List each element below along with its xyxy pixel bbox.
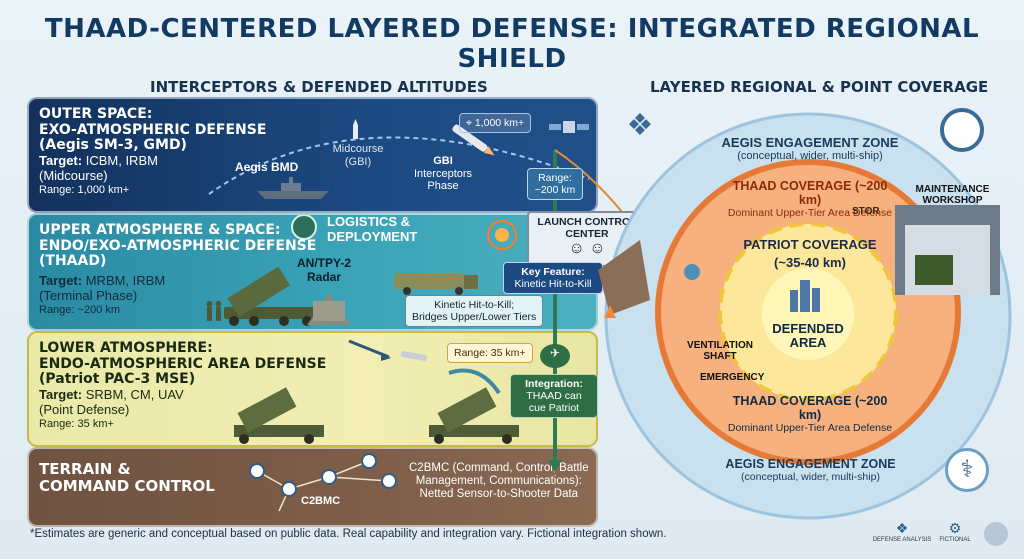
flare-icon (604, 305, 616, 318)
aegis-zone-top-label: AEGIS ENGAGEMENT ZONE (conceptual, wider… (721, 135, 899, 163)
lower-heading-line1: LOWER ATMOSPHERE: (39, 340, 213, 356)
key-feature-callout: Key Feature: Kinetic Hit-to-Kill (503, 262, 603, 295)
defense-analysis-logo: ❖ DEFENSE ANALYSIS (872, 520, 932, 543)
space-heading-line2: EXO-ATMOSPHERIC DEFENSE (39, 121, 267, 138)
aegis-ship-icon (257, 177, 329, 199)
logistics-label: LOGISTICS & DEPLOYMENT (327, 214, 418, 244)
midcourse-label: Midcourse (GBI) (332, 143, 384, 168)
fictional-logo: ⚙ FICTIONAL (935, 520, 975, 543)
space-heading-line3: (Aegis SM-3, GMD) (39, 137, 187, 154)
medical-caduceus-icon: ⚕ (945, 448, 989, 492)
soldier-figures-icon (206, 301, 222, 321)
operator-figures-icon: ☺ ☺ (568, 240, 606, 258)
upper-heading-line3: (THAAD) (39, 253, 107, 270)
satellite-icon (549, 121, 589, 133)
thaad-coverage-top-label: THAAD COVERAGE (~200 km) Dominant Upper-… (727, 179, 893, 219)
city-skyline-icon (790, 280, 820, 312)
space-target-phase: (Midcourse) (39, 167, 108, 183)
intercept-burst-icon (487, 220, 517, 250)
upper-target-phase: (Terminal Phase) (39, 287, 138, 303)
upper-atmosphere-layer-panel: UPPER ATMOSPHERE & SPACE: ENDO/EXO-ATMOS… (27, 213, 598, 331)
radar-dish-icon (307, 293, 351, 325)
upper-heading-line2: ENDO/EXO-ATMOSPHERIC DEFENSE (39, 237, 317, 254)
target-icon: ⌖ (466, 117, 475, 129)
upper-range: Range: ~200 km (39, 304, 121, 317)
footnote: *Estimates are generic and conceptual ba… (30, 528, 667, 540)
left-section-heading: INTERCEPTORS & DEFENDED ALTITUDES (150, 78, 488, 96)
c2bmc-description: C2BMC (Command, Control, Battle Manageme… (409, 462, 589, 501)
logistics-emblem-icon (291, 215, 317, 240)
defended-area-label: DEFENDED AREA (772, 321, 844, 351)
page-title: THAAD-CENTERED LAYERED DEFENSE: INTEGRAT… (44, 14, 980, 74)
lower-heading-line2: ENDO-ATMOSPHERIC AREA DEFENSE (39, 355, 327, 372)
drone-icon: ✈ (540, 344, 570, 368)
upper-heading-line1: UPPER ATMOSPHERE & SPACE: (39, 222, 281, 238)
right-section-heading: LAYERED REGIONAL & POINT COVERAGE (650, 78, 989, 96)
eagle-logo-icon: ❖ (895, 520, 909, 536)
gbi-label: GBI Interceptors Phase (413, 155, 473, 193)
shield-logo-icon (984, 522, 1008, 546)
lower-range: Range: 35 km+ (39, 418, 114, 431)
lower-target-phase: (Point Defense) (39, 401, 130, 417)
lower-target: Target: SRBM, CM, UAV (39, 387, 184, 403)
space-range: Range: 1,000 km+ (39, 184, 130, 197)
aegis-zone-bottom-label: AEGIS ENGAGEMENT ZONE (conceptual, wider… (725, 457, 896, 483)
gear-logo-icon: ⚙ (948, 520, 962, 536)
launch-control-center: LAUNCH CONTROL CENTER ☺ ☺ (527, 211, 647, 267)
kinetic-description-box: Kinetic Hit-to-Kill; Bridges Upper/Lower… (405, 295, 544, 328)
ventilation-shaft-label: VENTILATION SHAFT (687, 340, 753, 362)
terrain-command-panel: TERRAIN & COMMAND CONTROL C2BMC C2BMC (C… (27, 447, 598, 527)
c2bmc-network-art (249, 453, 397, 512)
space-heading-line1: OUTER SPACE: (39, 106, 153, 122)
patriot-launcher-right-icon (429, 387, 519, 444)
emergency-label: EMERGENCY (700, 372, 765, 383)
lower-panel-art (234, 339, 519, 444)
space-target: Target: ICBM, IRBM (39, 153, 158, 169)
gear-globe-icon (940, 108, 984, 152)
range-callout: Range: ~200 km (527, 168, 583, 201)
patriot-launcher-left-icon (234, 387, 324, 444)
patriot-missile-icon (400, 351, 428, 361)
radar-label: AN/TPY-2 Radar (297, 256, 352, 284)
lower-range-badge: Range: 35 km+ (447, 343, 533, 364)
integration-callout: Integration: THAAD can cue Patriot (510, 374, 598, 419)
stor-label: STOR (852, 206, 880, 217)
supply-truck-icon (394, 273, 478, 295)
outer-space-layer-panel: OUTER SPACE: EXO-ATMOSPHERIC DEFENSE (Ae… (27, 97, 598, 213)
upper-target: Target: MRBM, IRBM (39, 273, 166, 289)
space-range-badge: ⌖ 1,000 km+ (459, 113, 532, 134)
defended-core (762, 268, 854, 360)
workshop-building-icon (895, 205, 1000, 295)
patriot-coverage-label: PATRIOT COVERAGE (~35-40 km) (743, 237, 877, 271)
ventilation-fan-icon (684, 264, 700, 280)
upper-panel-art (206, 215, 517, 326)
lower-atmosphere-layer-panel: LOWER ATMOSPHERE: ENDO-ATMOSPHERIC AREA … (27, 331, 598, 447)
terrain-bridge-art (598, 240, 650, 315)
midcourse-trajectory (208, 136, 590, 195)
thaad-coverage-bottom-label: THAAD COVERAGE (~200 km) Dominant Upper-… (727, 394, 893, 434)
eagle-emblem-icon: ❖ (626, 109, 654, 142)
gbi-missile-icon (353, 119, 358, 139)
aegis-bmd-label: Aegis BMD (235, 160, 299, 174)
maintenance-workshop-label: MAINTENANCE WORKSHOP (915, 184, 990, 206)
thaad-launcher-icon (224, 266, 319, 326)
terrain-heading-line2: COMMAND CONTROL (39, 476, 215, 495)
lower-heading-line3: (Patriot PAC-3 MSE) (39, 371, 196, 388)
terrain-heading-line1: TERRAIN & (39, 460, 131, 478)
network-node-icon (249, 453, 397, 497)
c2bmc-label: C2BMC (301, 495, 341, 507)
